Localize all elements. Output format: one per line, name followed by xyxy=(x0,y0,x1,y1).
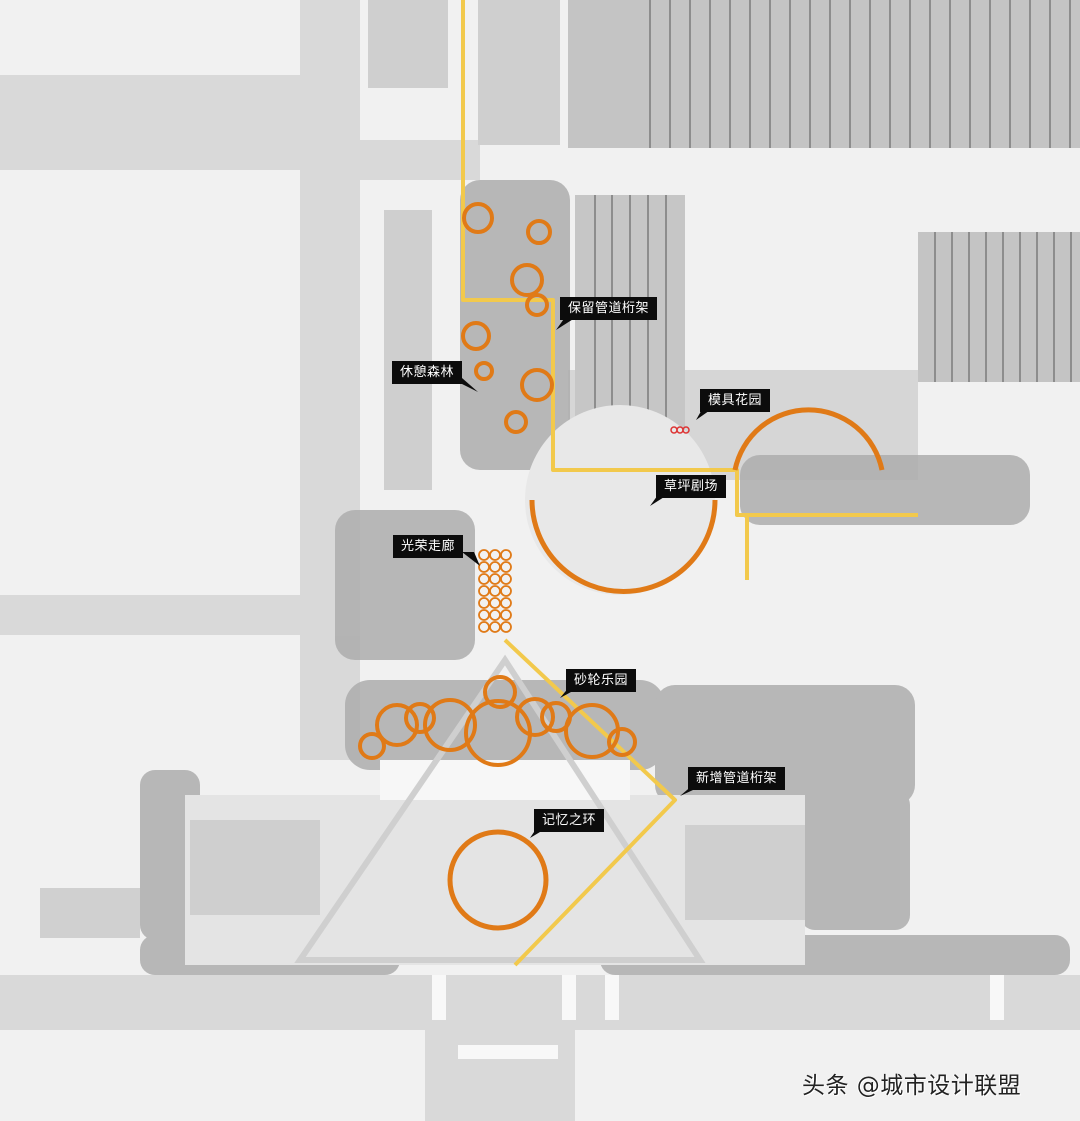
southern-plaza xyxy=(40,654,805,965)
label-grinding-wheel-park: 砂轮乐园 xyxy=(566,669,637,692)
crosswalks xyxy=(432,975,1004,1059)
roof-factory-top xyxy=(568,0,1080,148)
label-glory-corridor: 光荣走廊 xyxy=(393,535,464,558)
glory-corridor-pattern xyxy=(478,549,512,633)
pipe-truss-lines xyxy=(461,0,918,967)
watermark: 头条 @城市设计联盟 xyxy=(802,1073,1022,1099)
label-mold-garden: 模具花园 xyxy=(700,389,771,412)
mold-garden-marker xyxy=(670,426,690,434)
label-rest-forest: 休憩森林 xyxy=(392,361,463,384)
label-retained-pipe-truss: 保留管道桁架 xyxy=(560,297,658,320)
roof-factory-right xyxy=(918,232,1080,382)
label-memory-ring: 记忆之环 xyxy=(534,809,605,832)
orange-rings xyxy=(358,202,885,931)
label-lawn-theatre: 草坪剧场 xyxy=(656,475,727,498)
label-new-pipe-truss: 新增管道桁架 xyxy=(688,767,786,790)
